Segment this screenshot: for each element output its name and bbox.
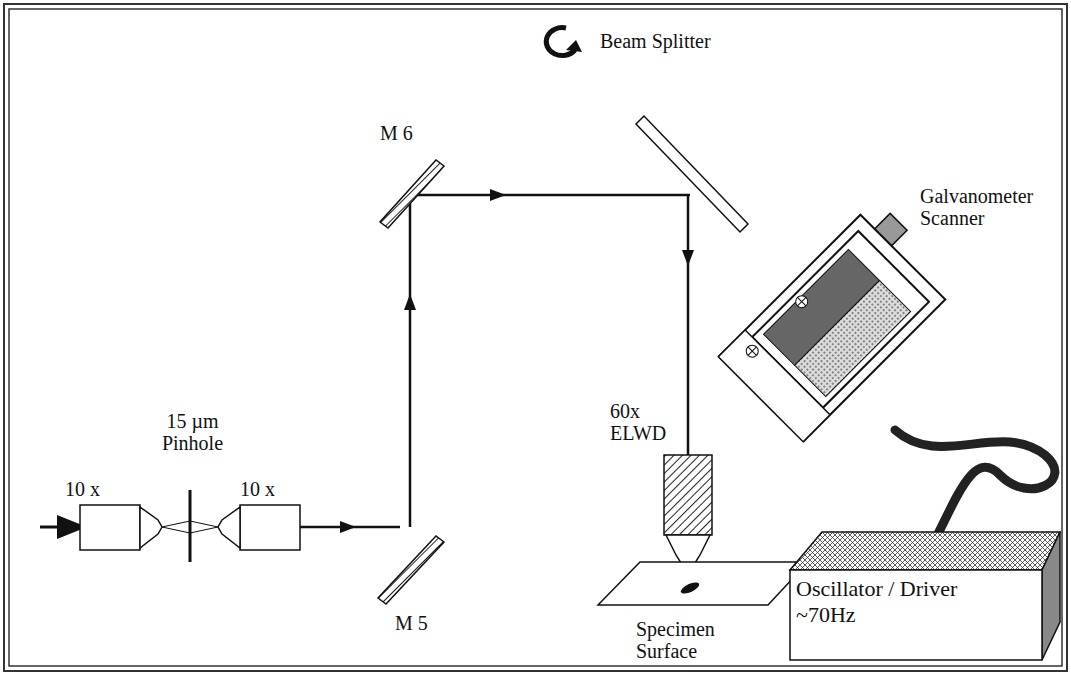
specimen-surface bbox=[598, 562, 808, 605]
objective-lens bbox=[80, 505, 162, 550]
objective-lens bbox=[218, 505, 300, 550]
box-text: Oscillator / Driver ~70Hz bbox=[796, 576, 976, 628]
part-label: 60x ELWD bbox=[610, 400, 672, 444]
frame bbox=[9, 9, 1062, 666]
part-label: Specimen Surface bbox=[636, 618, 736, 662]
galvanometer-scanner bbox=[636, 116, 961, 442]
part-label: Galvanometer Scanner bbox=[920, 185, 1050, 229]
part-label: 10 x bbox=[240, 478, 300, 500]
oscillator-box bbox=[790, 532, 1060, 660]
oscillator-driver-box: Oscillator / Driver ~70Hz bbox=[796, 576, 976, 628]
part-label: 10 x bbox=[65, 478, 125, 500]
mirror bbox=[378, 536, 444, 604]
objective-lens bbox=[664, 455, 712, 568]
part-label: 15 µm Pinhole bbox=[150, 410, 235, 454]
beam-path bbox=[40, 189, 694, 584]
cable bbox=[895, 430, 1055, 540]
part-label: Beam Splitter bbox=[600, 30, 780, 52]
frame bbox=[4, 4, 1067, 671]
part-label: M 5 bbox=[395, 612, 455, 634]
mirror bbox=[380, 160, 444, 228]
part-label: M 6 bbox=[380, 122, 440, 144]
rotation-icon bbox=[546, 28, 582, 56]
pinhole bbox=[189, 490, 192, 562]
